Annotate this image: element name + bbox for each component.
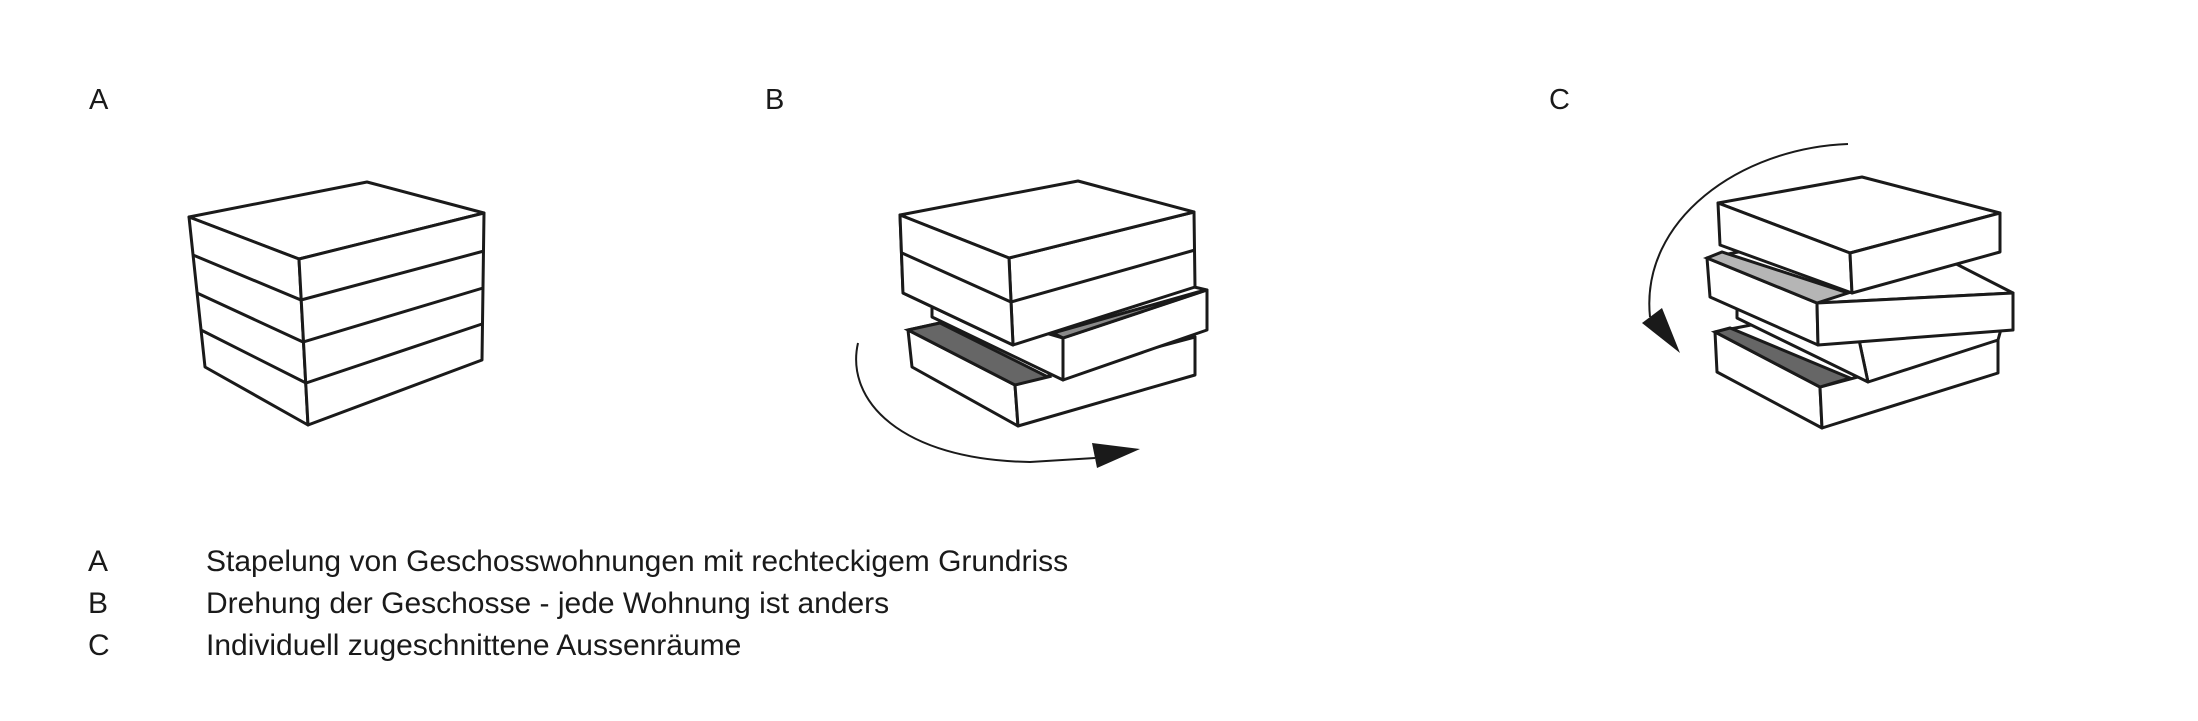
stack-c-illustration (1642, 143, 2015, 430)
panel-label-a: A (89, 84, 109, 116)
legend-key: B (88, 587, 109, 620)
legend-text: Stapelung von Geschosswohnungen mit rech… (206, 545, 1069, 578)
stack-a-illustration (187, 180, 486, 427)
legend-key: A (88, 545, 109, 578)
rotation-arrow-clockwise (855, 342, 1096, 464)
panel-label-c: C (1549, 84, 1570, 116)
stack-b-illustration (855, 179, 1209, 468)
panel-label-b: B (765, 84, 785, 116)
legend-text: Drehung der Geschosse - jede Wohnung ist… (206, 587, 890, 620)
legend-key: C (88, 629, 110, 662)
rotation-arrow-counterclockwise (1648, 143, 1849, 318)
legend-text: Individuell zugeschnittene Aussenräume (206, 629, 742, 662)
